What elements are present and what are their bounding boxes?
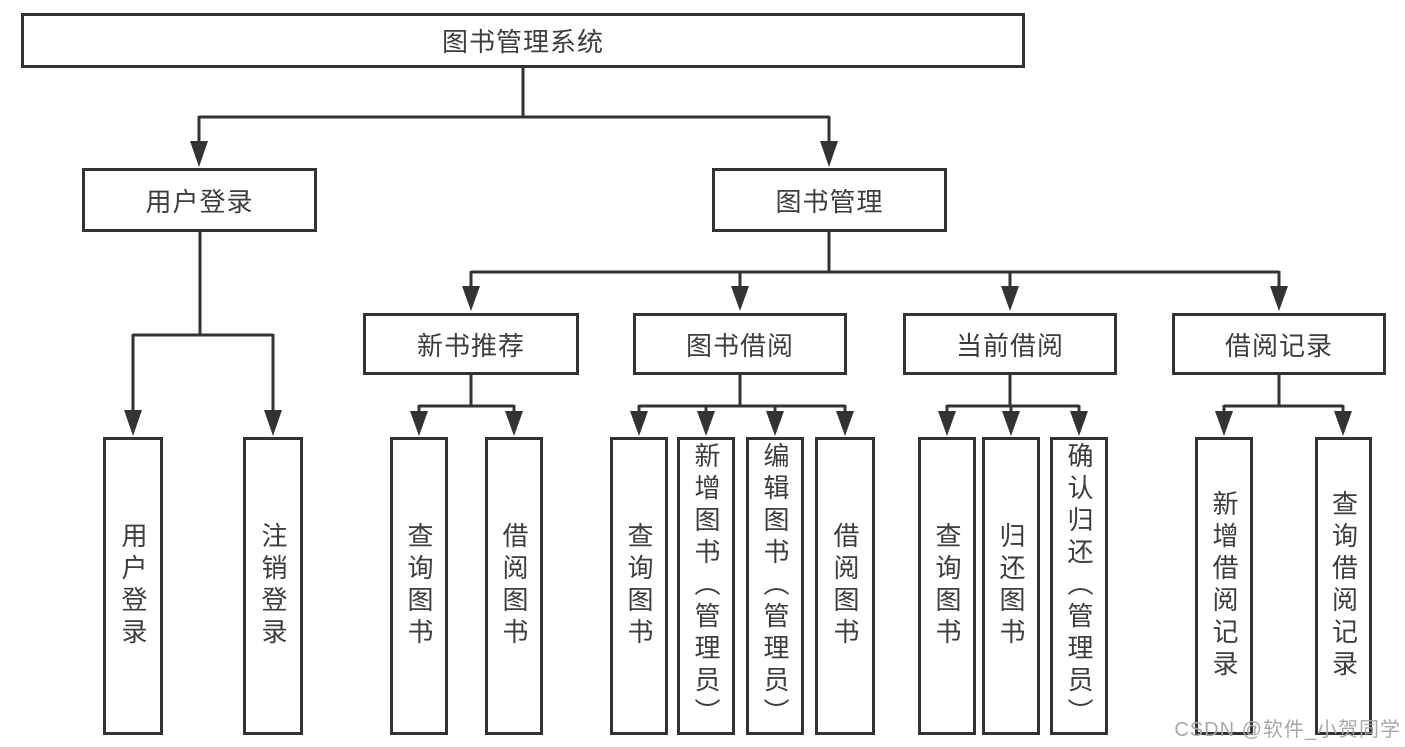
connector-user-login-to-leaves <box>124 232 282 436</box>
node-current-borrowing: 当前借阅 <box>903 313 1117 375</box>
node-label: 新书推荐 <box>416 330 525 361</box>
leaf-query-books-borrowing: 查询图书 <box>610 437 668 735</box>
node-label: 用户登录 <box>145 186 254 217</box>
leaf-add-books-admin: 新增图书（管理员） <box>677 437 735 735</box>
node-label: 借阅记录 <box>1224 330 1333 361</box>
csdn-watermark: CSDN @软件_小贺同学 <box>1174 719 1401 741</box>
node-label: 注销登录 <box>258 522 288 650</box>
node-new-book-recommendation: 新书推荐 <box>363 313 579 375</box>
node-label: 图书借阅 <box>685 330 794 361</box>
connector-book-management-to-level3 <box>462 232 1288 311</box>
node-label: 用户登录 <box>118 522 148 650</box>
leaf-query-books-current: 查询图书 <box>918 437 976 735</box>
leaf-add-borrowing-record: 新增借阅记录 <box>1195 437 1253 735</box>
node-label: 归还图书 <box>996 522 1026 650</box>
node-label: 图书管理系统 <box>441 27 604 57</box>
node-label: 查询图书 <box>932 522 962 650</box>
leaf-confirm-return-admin: 确认归还（管理员） <box>1050 437 1108 735</box>
node-user-login: 用户登录 <box>82 168 317 232</box>
node-label: 编辑图书（管理员） <box>760 442 790 730</box>
connector-book-borrowing-to-leaves <box>630 375 854 436</box>
node-label: 查询借阅记录 <box>1328 490 1359 682</box>
node-label: 借阅图书 <box>830 522 860 650</box>
node-book-management: 图书管理 <box>712 168 947 232</box>
leaf-return-books: 归还图书 <box>982 437 1040 735</box>
node-label: 查询图书 <box>624 522 654 650</box>
node-borrowing-records: 借阅记录 <box>1172 313 1386 375</box>
leaf-query-books-recommend: 查询图书 <box>390 437 448 735</box>
connector-new-book-recommendation-to-leaves <box>410 375 523 436</box>
node-label: 当前借阅 <box>955 330 1064 361</box>
leaf-borrow-books-recommend: 借阅图书 <box>485 437 543 735</box>
connector-current-borrowing-to-leaves <box>938 375 1088 436</box>
node-book-borrowing: 图书借阅 <box>633 313 847 375</box>
leaf-user-login: 用户登录 <box>103 437 163 735</box>
node-label: 借阅图书 <box>499 522 529 650</box>
connector-root-to-level2 <box>190 68 838 167</box>
leaf-borrow-books: 借阅图书 <box>815 437 875 735</box>
leaf-edit-books-admin: 编辑图书（管理员） <box>746 437 804 735</box>
node-label: 新增借阅记录 <box>1209 490 1239 682</box>
connector-borrowing-records-to-leaves <box>1215 375 1352 436</box>
node-label: 查询图书 <box>404 522 434 650</box>
node-label: 图书管理 <box>775 186 884 217</box>
leaf-query-borrowing-record: 查询借阅记录 <box>1315 437 1372 735</box>
node-label: 新增图书（管理员） <box>691 442 721 730</box>
leaf-logout: 注销登录 <box>243 437 303 735</box>
node-library-management-system: 图书管理系统 <box>21 13 1025 68</box>
node-label: 确认归还（管理员） <box>1064 442 1094 730</box>
